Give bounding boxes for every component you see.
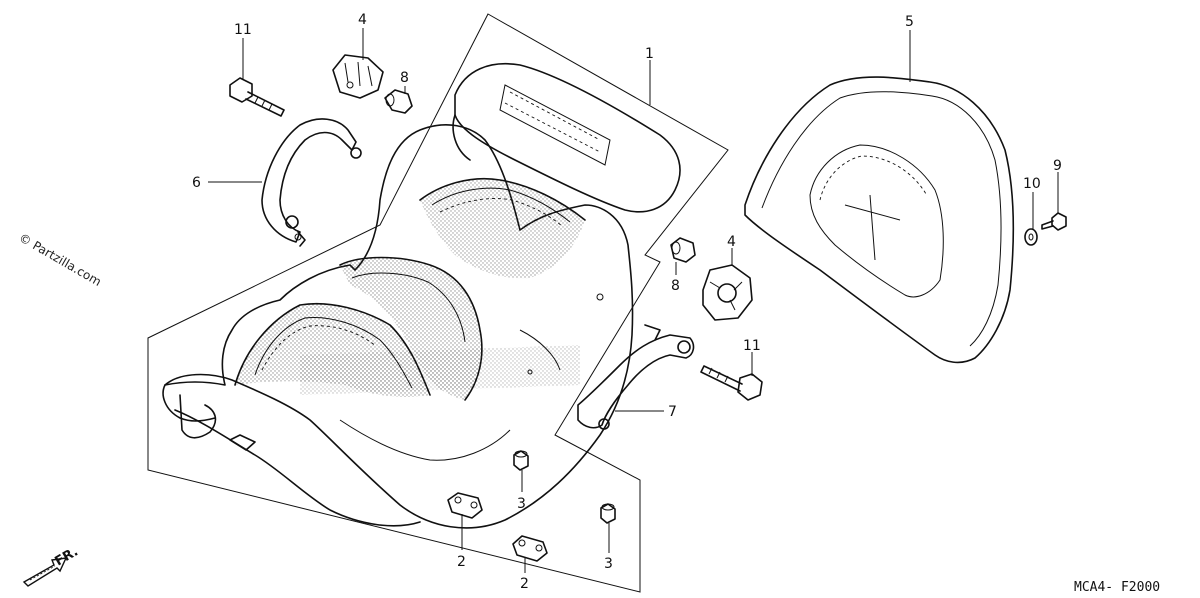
callout-3-b: 3 xyxy=(604,556,613,572)
diagram-code: MCA4- F2000 xyxy=(1074,580,1160,595)
stay-right-part[interactable] xyxy=(577,324,695,430)
stay-left-part[interactable] xyxy=(261,118,362,247)
bolt-right-part[interactable] xyxy=(700,365,763,401)
callout-4-left: 4 xyxy=(358,12,367,28)
cushion-b-part[interactable] xyxy=(600,503,616,524)
callout-8-left: 8 xyxy=(400,70,409,86)
collar-right-part[interactable] xyxy=(670,237,696,263)
callout-3-a: 3 xyxy=(517,496,526,512)
leader-lines xyxy=(208,28,1059,573)
callout-2-b: 2 xyxy=(520,576,529,592)
cushion-a-part[interactable] xyxy=(513,450,529,471)
callout-11-right: 11 xyxy=(743,338,761,354)
bracket-a-part[interactable] xyxy=(447,492,483,519)
assembly-frame xyxy=(147,13,729,593)
callout-10: 10 xyxy=(1023,176,1041,192)
callout-4-right: 4 xyxy=(727,234,736,250)
watermark: © Partzilla.com xyxy=(17,230,104,288)
callout-1: 1 xyxy=(645,46,654,62)
collar-left-part[interactable] xyxy=(384,89,413,114)
callout-9: 9 xyxy=(1053,158,1062,174)
washer-part[interactable] xyxy=(1024,228,1038,246)
bolt-small-part[interactable] xyxy=(1041,212,1067,231)
backrest-part[interactable] xyxy=(744,76,1015,364)
callout-6: 6 xyxy=(192,175,201,191)
knob-left-part[interactable] xyxy=(332,54,384,99)
bracket-b-part[interactable] xyxy=(512,535,548,562)
bolt-left-part[interactable] xyxy=(229,77,285,117)
callout-7: 7 xyxy=(668,404,677,420)
seat-part[interactable] xyxy=(162,63,681,529)
callout-11-left: 11 xyxy=(234,22,252,38)
callout-2-a: 2 xyxy=(457,554,466,570)
front-indicator: FR. xyxy=(53,544,81,569)
front-arrow-icon xyxy=(22,557,68,587)
callout-8-right: 8 xyxy=(671,278,680,294)
callout-5: 5 xyxy=(905,14,914,30)
knob-right-part[interactable] xyxy=(702,264,753,321)
